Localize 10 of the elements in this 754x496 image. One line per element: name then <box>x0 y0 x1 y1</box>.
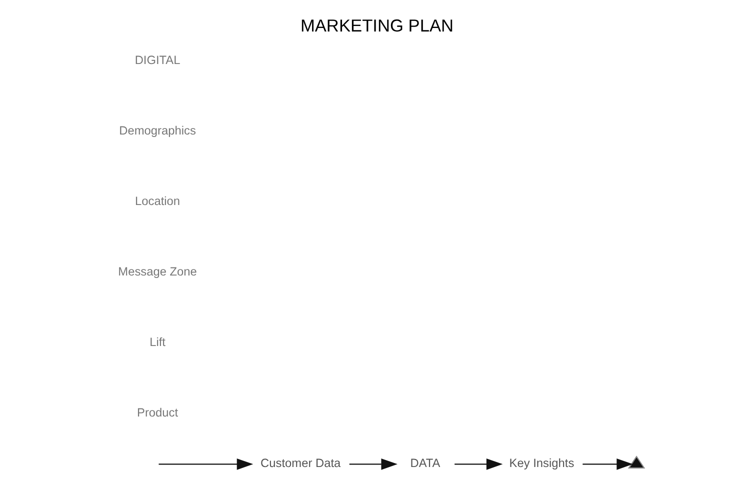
label: Lift <box>150 334 166 348</box>
node-text: Customer Data <box>260 456 341 470</box>
label: Product <box>137 404 178 419</box>
node-text: DATA <box>410 456 440 470</box>
label: Demographics <box>119 122 196 137</box>
label: Message Zone <box>118 264 197 278</box>
node-text: Key Insights <box>509 456 574 470</box>
diagram-title: MARKETING PLAN <box>300 15 454 36</box>
label: DIGITAL <box>134 52 180 67</box>
label: Location <box>135 193 180 208</box>
